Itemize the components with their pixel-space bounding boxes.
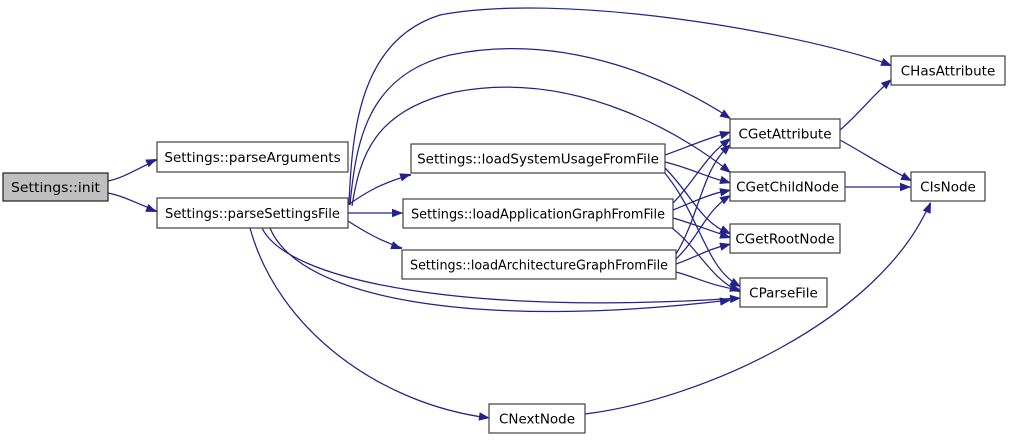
edge-arrowhead-icon (719, 230, 731, 239)
edge-arrowhead-icon (880, 79, 892, 90)
node-box-load_application_graph[interactable] (402, 198, 674, 229)
edge-arrowhead-icon (729, 294, 741, 304)
call-edge (672, 188, 731, 211)
edge-arrowhead-icon (399, 173, 411, 182)
node-box-c_get_child_node[interactable] (729, 171, 846, 202)
edge-arrowhead-icon (719, 175, 731, 185)
edge-arrowhead-icon (719, 109, 731, 119)
edge-arrowhead-icon (390, 241, 402, 250)
edge-line (249, 227, 490, 419)
node-parse_arguments[interactable]: Settings::parseArguments (156, 141, 349, 173)
edge-arrowhead-icon (720, 144, 731, 155)
edge-line (349, 48, 731, 206)
node-c_get_root_node[interactable]: CGetRootNode (729, 223, 841, 254)
node-box-parse_settings_file[interactable] (156, 197, 349, 229)
edge-line (663, 171, 741, 287)
node-box-c_next_node[interactable] (488, 403, 586, 434)
call-edge (249, 227, 490, 421)
node-box-c_get_root_node[interactable] (729, 223, 841, 254)
edge-arrowhead-icon (145, 203, 157, 212)
node-c_next_node[interactable]: CNextNode (488, 403, 586, 434)
node-box-c_is_node[interactable] (910, 171, 986, 202)
edge-arrowhead-icon (922, 202, 931, 214)
node-box-c_parse_file[interactable] (739, 277, 828, 308)
call-edge (348, 7, 892, 205)
edge-arrowhead-icon (145, 159, 157, 168)
node-c_get_attribute[interactable]: CGetAttribute (729, 118, 841, 149)
edge-line (348, 7, 892, 205)
node-load_architecture_graph[interactable]: Settings::loadArchitectureGraphFromFile (401, 249, 677, 280)
call-edge (664, 130, 731, 156)
edge-line (351, 86, 731, 207)
node-c_parse_file[interactable]: CParseFile (739, 277, 828, 308)
call-edge (107, 159, 158, 182)
node-parse_settings_file[interactable]: Settings::parseSettingsFile (156, 197, 349, 229)
edge-line (261, 227, 741, 304)
edge-arrowhead-icon (729, 283, 741, 292)
node-load_application_graph[interactable]: Settings::loadApplicationGraphFromFile (402, 198, 674, 229)
edges-layer (107, 7, 931, 421)
node-box-c_get_attribute[interactable] (729, 118, 841, 149)
call-edge (348, 208, 403, 218)
call-edge (675, 195, 731, 260)
edge-arrowhead-icon (719, 188, 731, 197)
edge-arrowhead-icon (719, 195, 731, 205)
call-edge (347, 220, 403, 250)
edge-arrowhead-icon (392, 208, 403, 218)
call-edge (839, 139, 912, 181)
edge-arrowhead-icon (478, 412, 490, 421)
call-edge (349, 48, 731, 206)
nodes-layer: Settings::initSettings::parseArgumentsSe… (2, 55, 1006, 434)
edge-line (675, 144, 731, 255)
edge-line (584, 202, 931, 415)
call-edge (675, 144, 731, 255)
call-edge (107, 192, 158, 212)
edge-arrowhead-icon (719, 297, 731, 306)
edge-line (839, 79, 892, 131)
edge-arrowhead-icon (900, 172, 912, 181)
edge-arrowhead-icon (719, 162, 731, 173)
node-load_system_usage[interactable]: Settings::loadSystemUsageFromFile (410, 143, 666, 174)
node-box-settings_init[interactable] (2, 172, 109, 202)
edge-arrowhead-icon (719, 130, 731, 140)
call-edge (839, 79, 892, 131)
edge-arrowhead-icon (880, 57, 892, 66)
node-box-load_system_usage[interactable] (410, 143, 666, 174)
edge-arrowhead-icon (719, 138, 731, 149)
edge-arrowhead-icon (719, 242, 731, 251)
node-box-c_has_attribute[interactable] (890, 55, 1006, 86)
call-edge (845, 182, 911, 192)
call-edge (675, 242, 731, 265)
node-c_is_node[interactable]: CIsNode (910, 171, 986, 202)
call-edge (351, 86, 731, 207)
edge-line (839, 139, 912, 181)
call-edge (584, 202, 931, 415)
node-box-load_architecture_graph[interactable] (401, 249, 677, 280)
edge-arrowhead-icon (900, 182, 911, 192)
call-edge (261, 227, 741, 304)
node-settings_init[interactable]: Settings::init (2, 172, 109, 202)
node-c_has_attribute[interactable]: CHasAttribute (890, 55, 1006, 86)
call-edge (675, 271, 741, 292)
node-box-parse_arguments[interactable] (156, 141, 349, 173)
node-c_get_child_node[interactable]: CGetChildNode (729, 171, 846, 202)
call-edge (672, 138, 731, 204)
